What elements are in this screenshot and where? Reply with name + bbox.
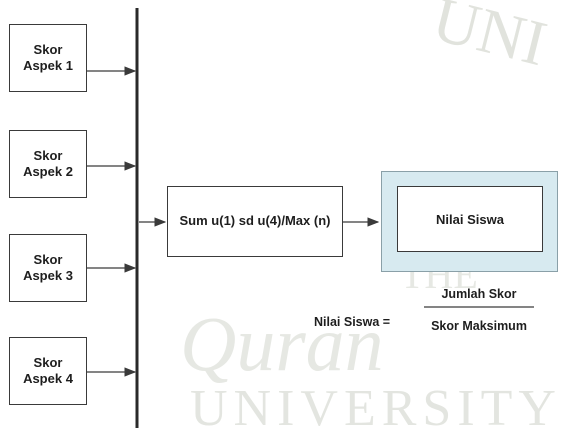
skor-aspek-2-label: Skor Aspek 2 (23, 147, 73, 179)
formula-denominator: Skor Maksimum (431, 319, 527, 333)
skor-aspek-2-box: Skor Aspek 2 (9, 130, 87, 198)
skor-aspek-4-label: Skor Aspek 4 (23, 354, 73, 386)
formula-lhs: Nilai Siswa = (314, 315, 391, 329)
sum-box: Sum u(1) sd u(4)/Max (n) (167, 186, 343, 257)
skor-aspek-3-box: Skor Aspek 3 (9, 234, 87, 302)
formula-numerator: Jumlah Skor (441, 287, 517, 301)
sum-box-label: Sum u(1) sd u(4)/Max (n) (179, 213, 331, 229)
skor-aspek-1-box: Skor Aspek 1 (9, 24, 87, 92)
result-box-label: Nilai Siswa (436, 211, 504, 227)
result-box: Nilai Siswa (397, 186, 543, 252)
skor-aspek-4-box: Skor Aspek 4 (9, 337, 87, 405)
skor-aspek-3-label: Skor Aspek 3 (23, 251, 73, 283)
skor-aspek-1-label: Skor Aspek 1 (23, 41, 73, 73)
